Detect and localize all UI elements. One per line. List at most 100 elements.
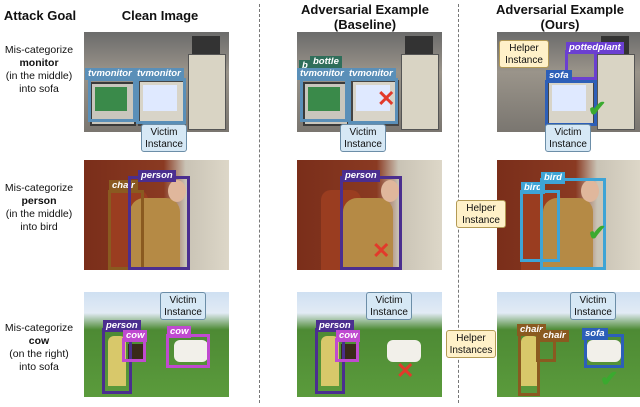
header-ours-line1: Adversarial Example (496, 2, 624, 17)
photo-person-figure (521, 336, 539, 386)
photo-screen-left (95, 87, 127, 111)
callout-helper-row1-line1: Helper (509, 43, 539, 54)
callout-victim-row3-ours-line1: Victim (579, 295, 607, 306)
callout-victim-row3-baseline-line1: Victim (375, 295, 403, 306)
label-cow-small-baseline: cow (336, 330, 361, 342)
photo-cow-small (128, 344, 144, 360)
header-clean-image: Clean Image (121, 8, 199, 23)
label-sofa-ours-row1: sofa (546, 70, 572, 82)
callout-victim-row1-baseline-line2: Instance (344, 139, 382, 150)
callout-victim-row1-ours-line1: Victim (554, 127, 582, 138)
label-chair-helper-2-ours: chair (540, 330, 569, 342)
goal-row-3: Mis-categorize cow (on the right) into s… (0, 322, 78, 374)
label-sofa-row3-ours: sofa (582, 328, 608, 340)
photo-office-baseline (297, 32, 442, 132)
callout-victim-row1-baseline: Victim Instance (340, 124, 386, 152)
callout-victim-row1-baseline-line1: Victim (349, 127, 377, 138)
photo-cow-right (587, 340, 621, 362)
callout-helpers-row3-line1: Helper (456, 333, 486, 344)
photo-tower (188, 54, 226, 130)
goal-1-line2: monitor (19, 57, 59, 69)
photo-person-figure (321, 336, 339, 386)
callout-victim-row1-ours-line2: Instance (549, 139, 587, 150)
label-person-clean: person (138, 170, 176, 182)
callout-helper-row2-line1: Helper (466, 203, 496, 214)
photo-screen-middle (143, 85, 177, 111)
goal-row-1: Mis-categorize monitor (in the middle) i… (0, 44, 78, 96)
box-bird-victim-ours (540, 178, 606, 270)
label-chair-helper-1-ours: chair (517, 324, 546, 336)
callout-victim-row3-baseline: Victim Instance (366, 292, 412, 320)
label-pottedplant-ours: pottedplant (566, 42, 624, 54)
label-bottle-baseline: bottle (310, 56, 342, 68)
photo-tower (401, 54, 439, 130)
callout-helpers-row3: Helper Instances (446, 330, 496, 358)
callout-helper-row1-line2: Instance (505, 55, 543, 66)
label-bird-helper-ours: bird (521, 182, 545, 194)
check-mark-row2: ✔ (588, 220, 607, 245)
wrong-mark-row1: ✕ (377, 86, 396, 111)
label-cow-right-clean: cow (167, 326, 192, 338)
photo-cow-small (341, 344, 357, 360)
box-tvmonitor-middle-clean (136, 78, 186, 124)
label-cow-small-clean: cow (123, 330, 148, 342)
wrong-mark-row2: ✕ (372, 238, 391, 263)
goal-1-line3: (in the middle) (5, 70, 73, 82)
goal-row-2: Mis-categorize person (in the middle) in… (0, 182, 78, 234)
goal-2-line3: (in the middle) (5, 208, 73, 220)
photo-office-clean (84, 32, 229, 132)
label-person-row3-baseline: person (316, 320, 354, 332)
wrong-mark-row3: ✕ (396, 358, 415, 383)
header-baseline-line1: Adversarial Example (301, 2, 429, 17)
photo-body (543, 198, 593, 270)
label-person-baseline: person (342, 170, 380, 182)
callout-victim-row3-baseline-line2: Instance (370, 307, 408, 318)
check-mark-row1: ✔ (588, 96, 607, 121)
box-person-clean (128, 176, 190, 270)
photo-person-figure (108, 336, 126, 386)
callout-helper-row2: Helper Instance (456, 200, 506, 228)
header-attack-goal: Attack Goal (3, 8, 77, 23)
goal-2-line1: Mis-categorize (4, 182, 74, 194)
callout-victim-row1-ours: Victim Instance (545, 124, 591, 152)
callout-victim-row3-clean: Victim Instance (160, 292, 206, 320)
header-ours-line2: (Ours) (540, 17, 580, 32)
goal-2-line4: into bird (20, 221, 58, 233)
callout-helpers-row3-line2: Instances (449, 345, 493, 356)
photo-head (168, 180, 186, 202)
goal-3-line1: Mis-categorize (4, 322, 74, 334)
header-baseline: Adversarial Example (Baseline) (280, 2, 450, 32)
box-person-baseline (340, 176, 402, 270)
box-tvmonitor-left-baseline (300, 78, 348, 122)
box-cow-right-clean (166, 334, 210, 368)
photo-screen-middle (356, 85, 390, 111)
goal-1-line4: into sofa (19, 83, 59, 95)
divider-left (259, 4, 260, 403)
label-tvmonitor-left-clean: tvmonitor (85, 68, 135, 80)
goal-2-line2: person (21, 195, 57, 207)
photo-speaker (405, 36, 433, 54)
goal-3-line4: into sofa (19, 361, 59, 373)
header-baseline-line2: (Baseline) (333, 17, 397, 32)
box-tvmonitor-left-clean (88, 78, 136, 122)
callout-helper-row2-line2: Instance (462, 215, 500, 226)
photo-head (581, 180, 599, 202)
callout-victim-row1-clean-line2: Instance (145, 139, 183, 150)
header-ours: Adversarial Example (Ours) (480, 2, 640, 32)
photo-cow-right (174, 340, 208, 362)
goal-3-line2: cow (28, 335, 50, 347)
label-person-row3-clean: person (103, 320, 141, 332)
goal-1-line1: Mis-categorize (4, 44, 74, 56)
callout-victim-row1-clean: Victim Instance (141, 124, 187, 152)
check-mark-row3: ✔ (600, 366, 619, 391)
callout-helper-row1: Helper Instance (499, 40, 549, 68)
callout-victim-row3-ours: Victim Instance (570, 292, 616, 320)
photo-screen-left (308, 87, 340, 111)
photo-head (381, 180, 399, 202)
photo-tower (597, 54, 635, 130)
label-b-baseline: b (299, 60, 311, 72)
photo-body (343, 198, 393, 270)
callout-victim-row1-clean-line1: Victim (150, 127, 178, 138)
photo-screen-middle (552, 85, 586, 111)
callout-victim-row3-ours-line2: Instance (574, 307, 612, 318)
